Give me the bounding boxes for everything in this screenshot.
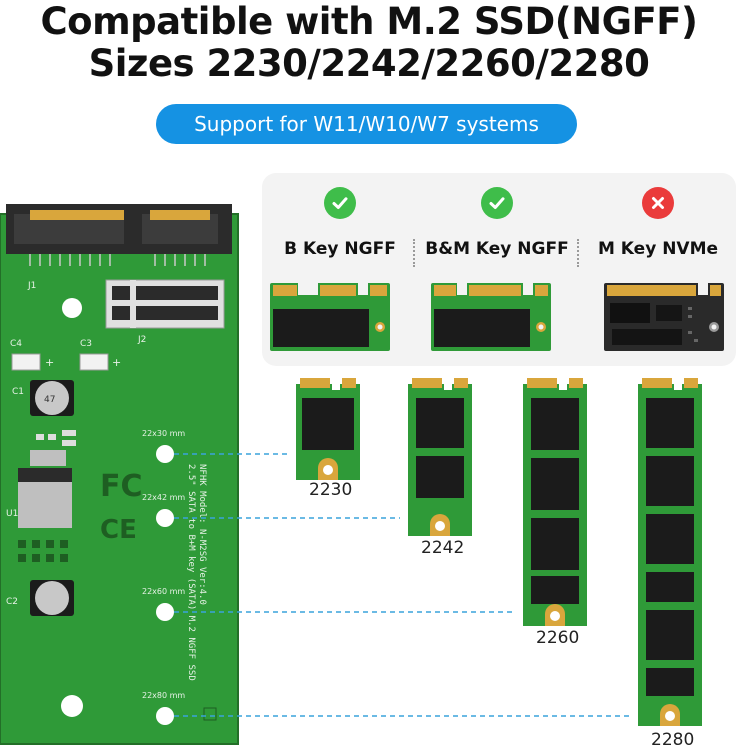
mounting-hole [62, 298, 82, 318]
size-label-2230: 2230 [309, 480, 353, 500]
compat-m-key: M Key NVMe [580, 173, 736, 366]
ce-logo: CE [100, 515, 137, 545]
sata-adapter-board: J1 J2 C4 C3 + + 47 C1 U1 C2 FC CE NFHK M… [0, 204, 239, 745]
voltage-regulator-u1 [18, 450, 72, 528]
hole-label-2260: 22x60 mm [142, 587, 185, 596]
ssd-2230 [296, 376, 360, 480]
plus-marking: + [112, 356, 121, 369]
standoff-hole-2242 [156, 509, 174, 527]
c1-marking: C1 [12, 387, 24, 397]
check-icon [481, 187, 513, 219]
ssd-2242 [408, 376, 472, 536]
c2-marking: C2 [6, 597, 18, 607]
capacitor-c1: 47 [30, 380, 74, 416]
capacitor-c2 [30, 580, 74, 616]
headline-line-2: Sizes 2230/2242/2260/2280 [88, 42, 650, 85]
hole-label-2280: 22x80 mm [142, 691, 185, 700]
b-key-ssd-photo [270, 281, 390, 351]
compat-label: M Key NVMe [597, 239, 719, 259]
sata-connector [6, 204, 232, 266]
standoff-hole-2260 [156, 603, 174, 621]
model-marking-line2: 2.5" SATA to B+M key (SATA) M.2 NGFF SSD [186, 464, 196, 681]
ssd-2280 [638, 376, 702, 726]
size-label-2242: 2242 [421, 538, 465, 558]
plus-marking: + [45, 356, 54, 369]
panel-divider [577, 239, 579, 267]
bm-key-ssd-photo [431, 281, 551, 351]
check-icon [324, 187, 356, 219]
model-marking-line1: NFHK Model: N-M2SG Ver:4.0 [197, 464, 207, 605]
fc-logo: FC [100, 469, 143, 504]
c3-marking: C3 [80, 339, 92, 349]
j1-marking: J1 [27, 281, 36, 291]
m2-slot [105, 279, 225, 329]
c4-marking: C4 [10, 339, 22, 349]
capacitor-marking: 47 [44, 395, 55, 405]
compat-bm-key: B&M Key NGFF [419, 173, 575, 366]
compat-b-key: B Key NGFF [262, 173, 418, 366]
os-support-text: Support for W11/W10/W7 systems [194, 112, 539, 136]
compat-label: B Key NGFF [284, 239, 396, 259]
standoff-hole-2230 [156, 445, 174, 463]
panel-divider [413, 239, 415, 267]
compat-label: B&M Key NGFF [425, 239, 569, 259]
cross-icon [642, 187, 674, 219]
u1-marking: U1 [6, 509, 18, 519]
hole-label-2242: 22x42 mm [142, 493, 185, 502]
j2-marking: J2 [137, 335, 146, 345]
os-support-badge: Support for W11/W10/W7 systems [156, 104, 577, 144]
m-key-nvme-photo [604, 281, 724, 351]
hole-label-2230: 22x30 mm [142, 429, 185, 438]
standoff-hole-2280 [156, 707, 174, 725]
mounting-hole [61, 695, 83, 717]
size-label-2280: 2280 [651, 730, 695, 750]
headline-line-1: Compatible with M.2 SSD(NGFF) [40, 0, 698, 43]
compatibility-panel: B Key NGFF B&M Key NGFF [262, 173, 736, 366]
size-label-2260: 2260 [536, 628, 580, 648]
ssd-2260 [523, 376, 587, 626]
